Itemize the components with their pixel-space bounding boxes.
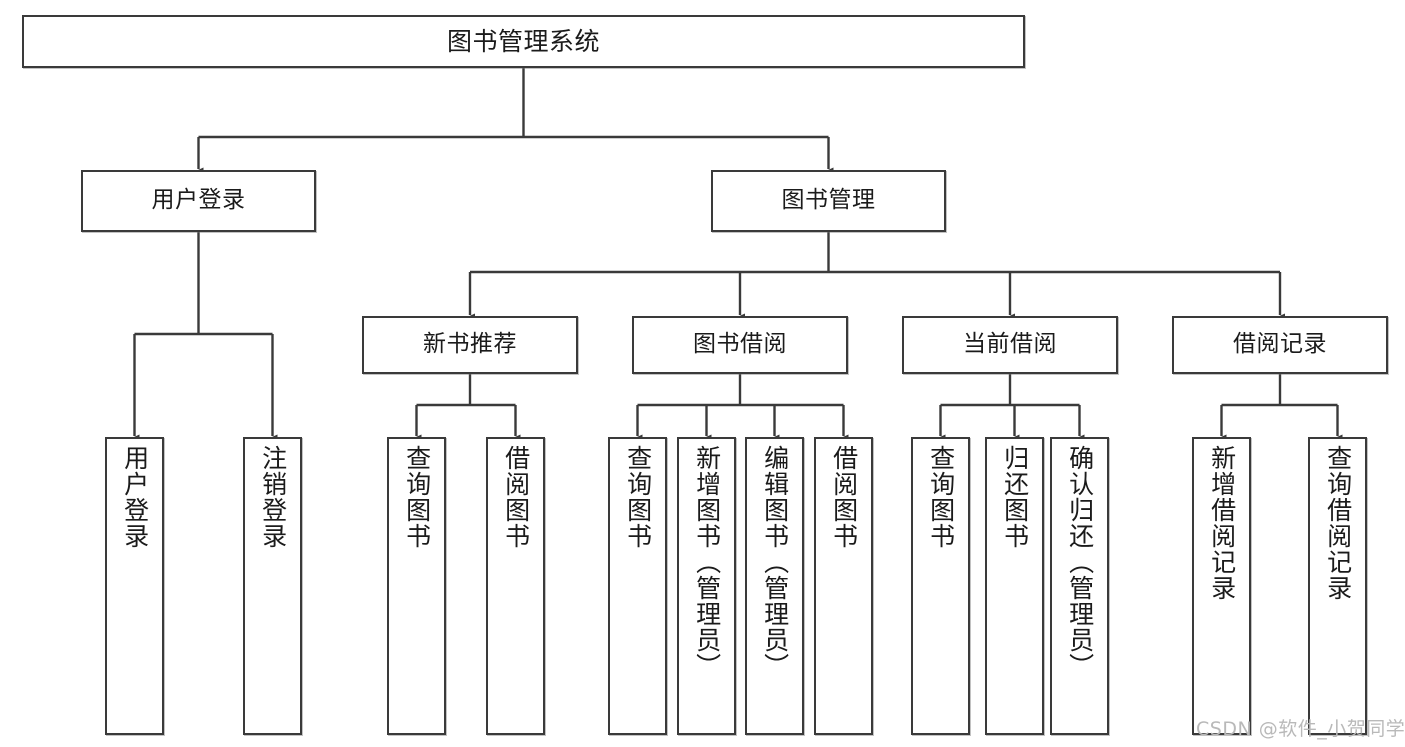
node-leaf-rec-2[interactable]: 查询借阅记录 <box>1308 437 1367 735</box>
node-label: 借阅记录 <box>1233 331 1327 358</box>
node-label: 图书借阅 <box>693 331 787 358</box>
node-label: 借阅图书 <box>829 445 859 549</box>
node-root[interactable]: 图书管理系统 <box>22 15 1025 68</box>
node-label: 新增借阅记录 <box>1207 445 1237 601</box>
node-label: 用户登录 <box>120 445 150 549</box>
node-bookmgmt[interactable]: 图书管理 <box>711 170 946 232</box>
node-borrow[interactable]: 图书借阅 <box>632 316 848 374</box>
node-leaf-login-2[interactable]: 注销登录 <box>243 437 302 735</box>
node-label: 图书管理系统 <box>446 26 600 56</box>
node-label: 查询图书 <box>926 445 956 549</box>
node-label: 查询图书 <box>623 445 653 549</box>
node-leaf-new-2[interactable]: 借阅图书 <box>486 437 545 735</box>
node-leaf-borrow-3[interactable]: 编辑图书（管理员） <box>745 437 804 735</box>
node-label: 借阅图书 <box>501 445 531 549</box>
node-leaf-cur-1[interactable]: 查询图书 <box>911 437 970 735</box>
node-leaf-borrow-4[interactable]: 借阅图书 <box>814 437 873 735</box>
node-label: 注销登录 <box>258 445 288 549</box>
node-leaf-cur-3[interactable]: 确认归还（管理员） <box>1050 437 1109 735</box>
node-leaf-borrow-1[interactable]: 查询图书 <box>608 437 667 735</box>
node-leaf-rec-1[interactable]: 新增借阅记录 <box>1192 437 1251 735</box>
node-label: 编辑图书（管理员） <box>760 445 790 679</box>
node-label: 新书推荐 <box>423 331 517 358</box>
node-label: 确认归还（管理员） <box>1065 445 1095 679</box>
node-leaf-login-1[interactable]: 用户登录 <box>105 437 164 735</box>
node-label: 查询图书 <box>402 445 432 549</box>
watermark-label: CSDN @软件_小贺同学 <box>1196 718 1405 740</box>
node-newbook[interactable]: 新书推荐 <box>362 316 578 374</box>
node-label: 查询借阅记录 <box>1323 445 1353 601</box>
node-login[interactable]: 用户登录 <box>81 170 316 232</box>
node-label: 新增图书（管理员） <box>692 445 722 679</box>
node-leaf-borrow-2[interactable]: 新增图书（管理员） <box>677 437 736 735</box>
node-label: 图书管理 <box>781 187 876 214</box>
node-label: 用户登录 <box>151 187 246 214</box>
node-records[interactable]: 借阅记录 <box>1172 316 1388 374</box>
node-label: 归还图书 <box>1000 445 1030 549</box>
node-current[interactable]: 当前借阅 <box>902 316 1118 374</box>
node-label: 当前借阅 <box>963 331 1057 358</box>
node-leaf-cur-2[interactable]: 归还图书 <box>985 437 1044 735</box>
edge-path-group <box>129 68 1343 444</box>
node-leaf-new-1[interactable]: 查询图书 <box>387 437 446 735</box>
